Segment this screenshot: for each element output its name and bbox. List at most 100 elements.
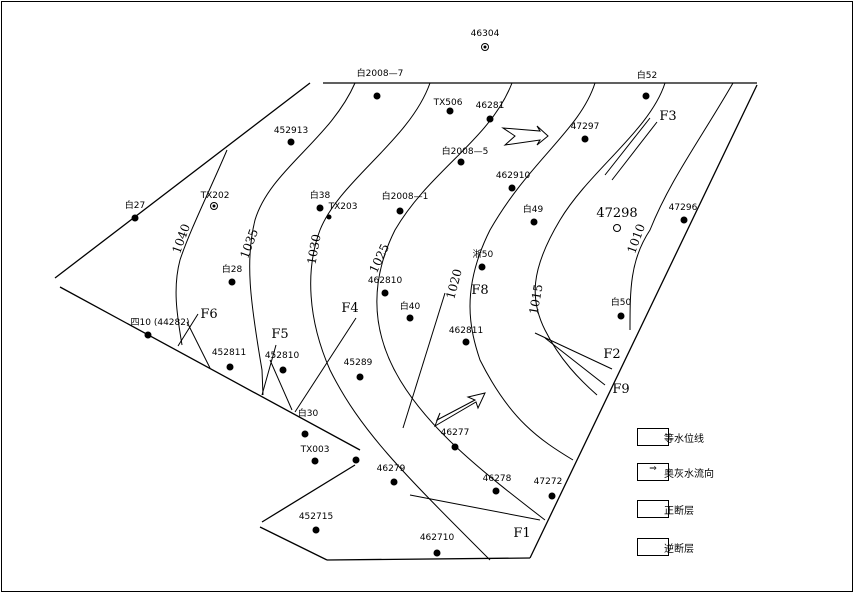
well-label: 四10 (44282) (131, 318, 190, 328)
well: TX203 (326, 202, 358, 220)
fault-label: F4 (341, 301, 358, 316)
well: 462811 (449, 326, 483, 346)
well-dot-icon (326, 214, 332, 220)
well: 452810 (265, 351, 300, 374)
well: 462910 (496, 171, 531, 192)
well-label: 46279 (377, 464, 406, 474)
well-dot-icon (287, 138, 295, 146)
well: 462810 (368, 276, 403, 297)
well-label: 白2008—5 (442, 145, 489, 157)
well: 452715 (299, 512, 333, 534)
fault-label: F1 (513, 526, 530, 541)
fault-label: F9 (612, 382, 629, 397)
well-label: 47297 (571, 122, 600, 132)
well-label: 46278 (483, 474, 512, 484)
well-dot-icon (312, 526, 320, 534)
well-dot-icon (406, 314, 414, 322)
well-dot-icon (617, 312, 625, 320)
contour-label: 1020 (443, 267, 464, 300)
well: 47272 (534, 477, 562, 500)
well-label: TX506 (433, 98, 463, 108)
well-dot-icon (301, 430, 309, 438)
well-dot-icon (226, 363, 234, 371)
well: 白40 (400, 300, 421, 322)
fault-label: F3 (659, 109, 676, 124)
well-label: 452715 (299, 512, 333, 522)
well-dot-icon (508, 184, 516, 192)
well: 45289 (344, 358, 373, 381)
well-label: 白2008—7 (357, 67, 404, 79)
well-label: 白40 (400, 300, 421, 312)
contour-label: 1040 (169, 222, 193, 255)
well-label: 白27 (125, 199, 145, 211)
well-label: 47296 (669, 203, 698, 213)
contour-label: 1035 (237, 227, 261, 260)
well-dot-icon (131, 214, 139, 222)
well-label: TX202 (200, 191, 230, 201)
well-label: 白49 (523, 203, 544, 215)
well-label: 白28 (222, 263, 243, 275)
well: TX202 (200, 191, 230, 210)
well-ring-center (483, 45, 487, 49)
well: 白49 (523, 203, 544, 226)
boundary (54, 82, 758, 561)
well-label: 452810 (265, 351, 300, 361)
well-label: 白50 (611, 296, 632, 308)
well: 46277 (441, 428, 470, 451)
well-label: 462810 (368, 276, 403, 286)
well-label: 45289 (344, 358, 373, 368)
well-dot-icon (433, 549, 441, 557)
well: 白38 (310, 189, 331, 212)
well-dot-icon (390, 478, 398, 486)
well-label: 46277 (441, 428, 470, 438)
well: 白28 (222, 263, 243, 286)
well-dot-icon (457, 158, 465, 166)
well-dot-icon (486, 115, 494, 123)
well-dot-icon (396, 207, 404, 215)
well-dot-icon (311, 457, 319, 465)
well: 白2008—5 (442, 145, 489, 166)
well-dot-icon (680, 216, 688, 224)
well-dot-icon (144, 331, 152, 339)
legend-flow-symbol: ⇒ (637, 463, 669, 481)
faults (177, 117, 658, 521)
legend-reverse-fault-symbol (637, 538, 669, 556)
well-dot-icon (478, 263, 486, 271)
well: 452811 (212, 348, 246, 371)
well: 47297 (571, 122, 600, 143)
legend-isoline-symbol (637, 428, 669, 446)
well-label: 462910 (496, 171, 531, 181)
fault-label: F8 (471, 283, 488, 298)
well: 46278 (483, 474, 512, 495)
well-label: 462811 (449, 326, 483, 336)
legend-normal-fault-symbol (637, 500, 669, 518)
well-label: 46304 (471, 29, 500, 39)
contour-label: 1015 (527, 283, 546, 316)
well: 四10 (44282) (131, 318, 190, 339)
well-ring-center (212, 204, 216, 208)
fault-label: F6 (200, 307, 217, 322)
well: 白50 (611, 296, 632, 320)
well-dot-icon (279, 366, 287, 374)
well: 白2008—1 (382, 190, 428, 215)
well: 白2008—7 (357, 67, 404, 100)
well: 白30 (298, 407, 319, 438)
well-dot-icon (548, 492, 556, 500)
well-ring-icon (210, 202, 218, 210)
well: TX003 (300, 445, 329, 465)
contour-lines (175, 82, 734, 561)
fault-label: F5 (271, 327, 288, 342)
well: 47296 (669, 203, 698, 224)
well-label: 白30 (298, 407, 319, 419)
well-label: 白38 (310, 189, 331, 201)
well-dot-icon (492, 487, 500, 495)
legend-flow-label: 奥灰水流向 (664, 469, 714, 480)
legend-normal-fault-label: 正断层 (664, 506, 694, 517)
well: 46279 (377, 464, 406, 486)
well-label: TX203 (328, 202, 358, 212)
legend-reverse-fault-label: 逆断层 (664, 544, 694, 555)
flow-arrows (434, 125, 549, 428)
well: 白27 (125, 199, 145, 222)
